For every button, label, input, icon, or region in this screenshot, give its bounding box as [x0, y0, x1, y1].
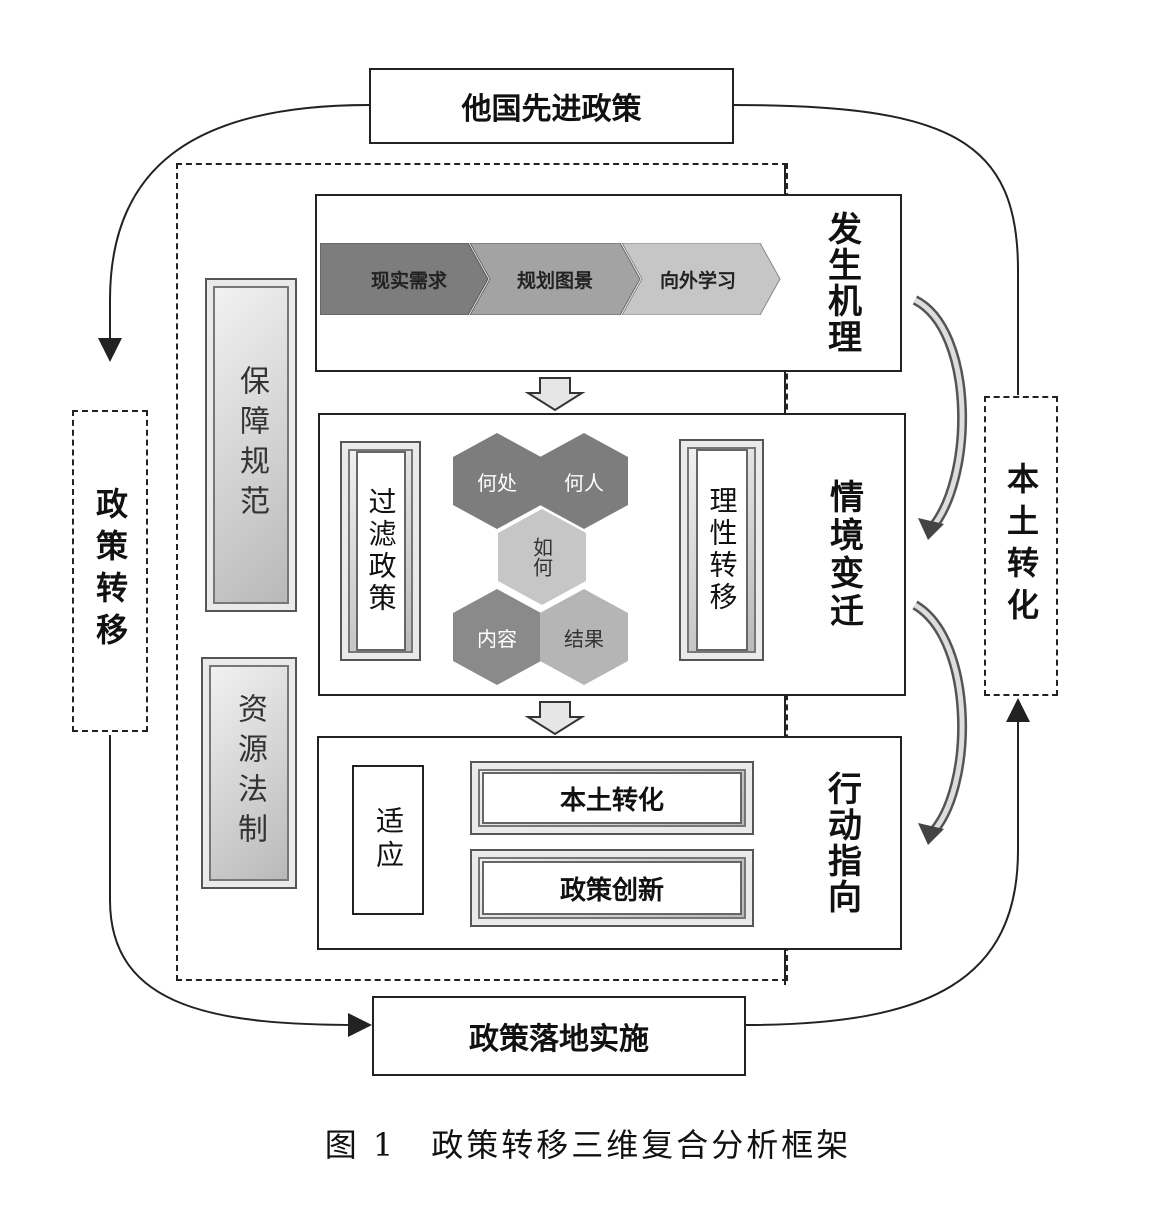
right-side-box: 本土转化	[984, 396, 1058, 696]
figure-caption-text: 图 1 政策转移三维复合分析框架	[324, 1126, 852, 1164]
step-3: 向外学习	[659, 269, 736, 292]
hex-who: 何人	[540, 433, 628, 529]
rational-transfer-label: 理性转移	[705, 486, 739, 614]
left-side-label: 政策转移	[91, 487, 129, 655]
stage-2-label: 情境变迁	[823, 479, 864, 631]
figure-caption: 图 1 政策转移三维复合分析框架	[200, 1118, 976, 1168]
output-localization-label: 本土转化	[559, 785, 664, 816]
adapt-box: 适应	[352, 765, 424, 915]
output-innovation: 政策创新	[470, 849, 754, 927]
support-panel-1-label: 保障规范	[234, 365, 269, 525]
stage-1-label-cell: 发生机理	[792, 200, 892, 366]
adapt-label: 适应	[372, 806, 405, 874]
stage-1-label: 发生机理	[821, 211, 862, 355]
stage-2-label-cell: 情境变迁	[792, 420, 896, 690]
bottom-box: 政策落地实施	[372, 996, 746, 1076]
stage-3-label: 行动指向	[821, 771, 862, 915]
output-innovation-label: 政策创新	[559, 875, 664, 906]
step-chevrons	[320, 243, 781, 315]
top-box: 他国先进政策	[369, 68, 734, 144]
step-2: 规划图景	[516, 269, 593, 292]
output-localization: 本土转化	[470, 761, 754, 835]
top-box-label: 他国先进政策	[461, 92, 642, 127]
support-panel-2-label: 资源法制	[232, 693, 267, 853]
stage-3-label-cell: 行动指向	[792, 742, 892, 944]
hex-result: 结果	[540, 589, 628, 685]
left-side-box: 政策转移	[72, 410, 148, 732]
support-panel-2: 资源法制	[201, 657, 297, 889]
filter-policy-label: 过滤政策	[364, 487, 398, 615]
right-side-label: 本土转化	[1002, 462, 1040, 630]
hex-how: 如何	[498, 509, 586, 605]
rational-transfer-panel: 理性转移	[679, 439, 764, 661]
bottom-box-label: 政策落地实施	[469, 1022, 649, 1057]
support-panel-1: 保障规范	[205, 278, 297, 612]
hex-how-label: 如何	[529, 537, 554, 577]
step-1: 现实需求	[370, 269, 447, 292]
filter-policy-panel: 过滤政策	[340, 441, 421, 661]
